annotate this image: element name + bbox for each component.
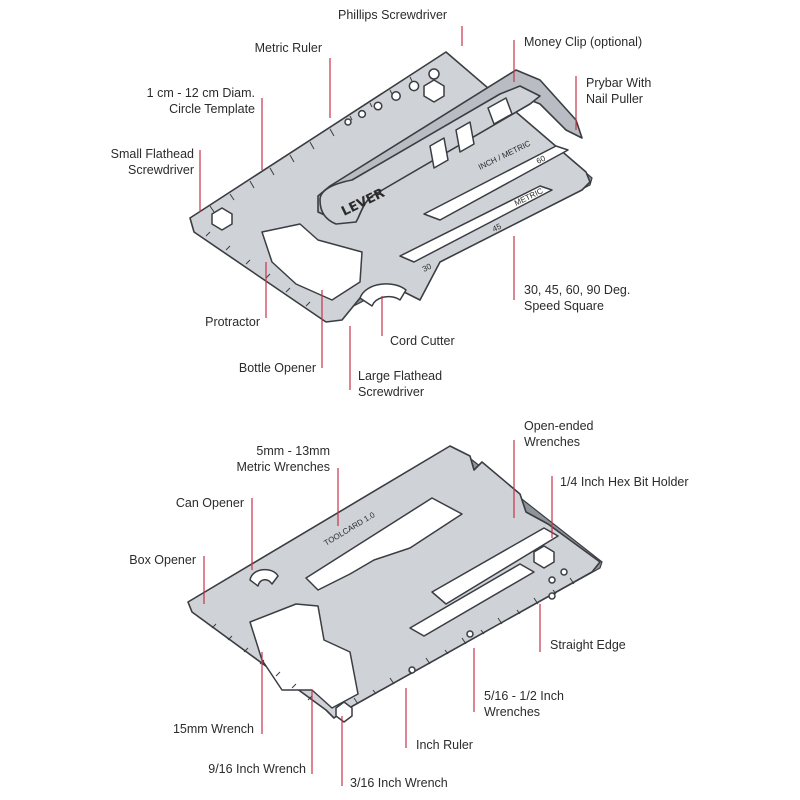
label-large-flathead-line1: Large Flathead [358,369,443,383]
label-speed-square-line2: Speed Square [524,299,604,313]
can-opener-cutout [249,568,279,587]
label-bottle-opener: Bottle Opener [238,361,316,375]
label-open-ended-line2: Wrenches [524,435,581,449]
label-wrench-3-16: 3/16 Inch Wrench [350,776,448,790]
label-can-opener: Can Opener [175,496,244,510]
label-box-opener: Box Opener [129,553,196,567]
bottom-ruler-ticks [205,231,311,307]
label-cord-cutter: Cord Cutter [390,334,455,348]
inch-wrench-slot-2 [409,563,535,637]
hex-hole-left [211,207,233,231]
label-money-clip: Money Clip (optional) [524,35,643,49]
label-metric-ruler: Metric Ruler [254,41,322,55]
deg-60-mark: 60 [535,154,547,166]
label-large-flathead-line2: Screwdriver [358,385,424,399]
protractor-cutout [261,223,363,301]
label-prybar-line1: Prybar With [586,76,652,90]
label-wrench-15mm: 15mm Wrench [172,722,254,736]
inch-ruler-ticks [353,577,575,705]
label-circle-template-line1: 1 cm - 12 cm Diam. [146,86,255,100]
metric-ruler-ticks [209,76,413,213]
label-metric-wrenches-line2: Metric Wrenches [236,460,330,474]
label-inch-ruler: Inch Ruler [416,738,473,752]
money-clip: LEVER [317,69,583,225]
deg-45-mark: 45 [491,222,503,234]
label-wrench-9-16: 9/16 Inch Wrench [208,762,306,776]
speed-square-slot-2 [399,185,553,263]
label-phillips-screwdriver: Phillips Screwdriver [338,8,448,22]
label-protractor: Protractor [205,315,260,329]
label-prybar-line2: Nail Puller [586,92,643,106]
hex-3-16 [335,701,353,723]
label-speed-square-line1: 30, 45, 60, 90 Deg. [524,283,631,297]
label-inch-wrenches-line2: Wrenches [484,705,541,719]
deg-30-mark: 30 [421,262,433,274]
speed-square-slot [423,145,569,221]
label-small-flathead-line1: Small Flathead [110,147,194,161]
leader-lines-top [199,26,577,390]
top-multitool-card: 45 30 60 METRIC INCH / METRIC LEVER [189,51,593,323]
metric-wrench-slot [305,497,463,591]
bottle-opener-cutout [359,283,407,307]
leader-lines-bottom [203,440,553,786]
label-metric-wrenches-line1: 5mm - 13mm [256,444,330,458]
label-straight-edge: Straight Edge [550,638,626,652]
label-inch-wrenches-line1: 5/16 - 1/2 Inch [484,689,564,703]
label-hex-bit-holder: 1/4 Inch Hex Bit Holder [560,475,689,489]
label-circle-template-line2: Circle Template [169,102,255,116]
hex-bit-holder [533,545,555,569]
wrench-15mm-cutout [249,603,359,709]
label-open-ended-line1: Open-ended [524,419,594,433]
bottom-toolcard: TOOLCARD 1.0 [187,445,603,723]
inch-wrench-slot [431,527,559,605]
label-small-flathead-line2: Screwdriver [128,163,194,177]
